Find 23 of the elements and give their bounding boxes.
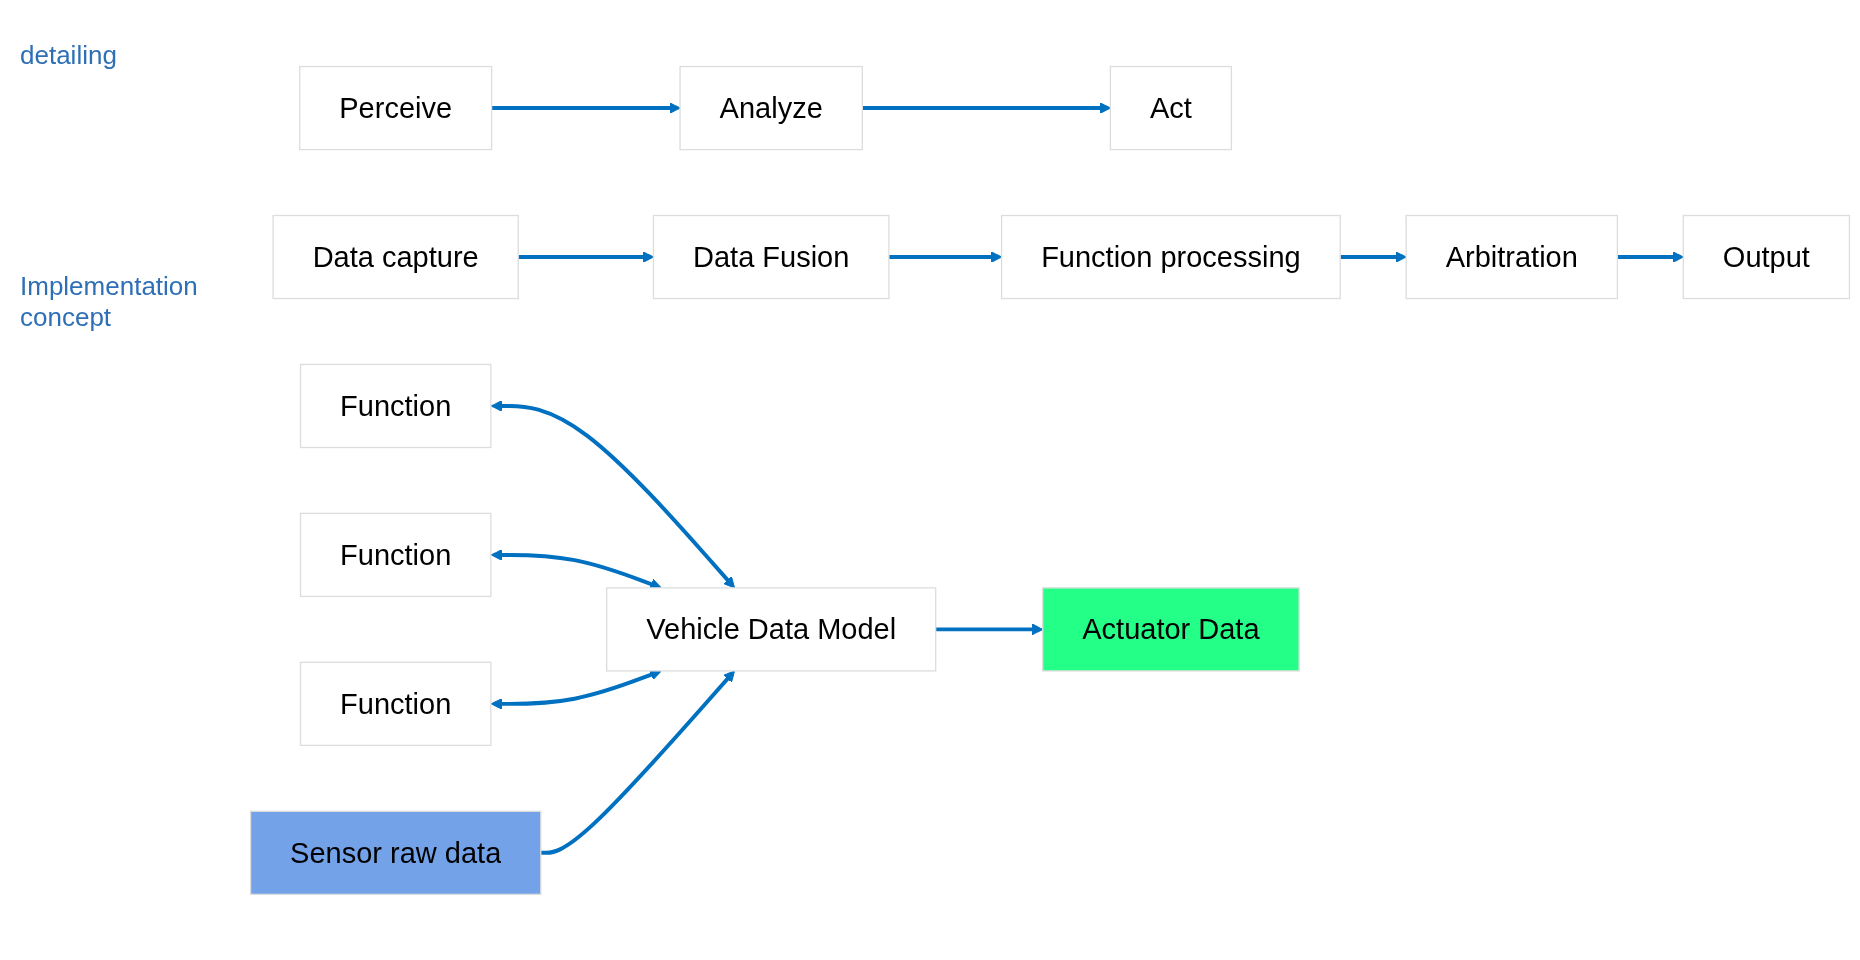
node-box: Function processing (1000, 214, 1341, 299)
side-label: detailing (20, 40, 118, 71)
arrow (490, 399, 736, 588)
node-box: Arbitration (1405, 214, 1619, 299)
arrow (1617, 250, 1684, 263)
arrow (862, 101, 1111, 114)
node-box: Function (299, 661, 492, 746)
node-box: Function (299, 512, 492, 597)
node-box: Perceive (299, 65, 493, 150)
node-box: Function (299, 363, 492, 448)
node-box: Data capture (272, 214, 519, 299)
arrow (1340, 250, 1407, 263)
node-box: Sensor raw data (249, 810, 542, 895)
arrow (491, 101, 681, 114)
arrow (518, 250, 654, 263)
node-box: Analyze (679, 65, 863, 150)
side-label: Implementation concept (20, 271, 199, 333)
node-box: Vehicle Data Model (606, 586, 937, 672)
node-box: Actuator Data (1042, 586, 1300, 672)
node-box: Act (1109, 65, 1233, 150)
node-box: Data Fusion (652, 214, 890, 299)
arrow (540, 669, 736, 855)
node-box: Output (1682, 214, 1851, 299)
